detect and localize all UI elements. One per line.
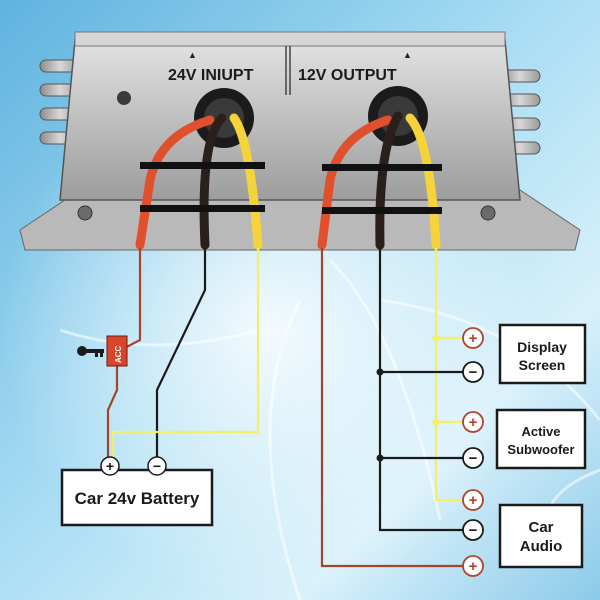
input-red-wire — [135, 115, 215, 250]
svg-text:+: + — [469, 492, 478, 509]
thin-input-red — [106, 248, 142, 460]
thin-input-yellow — [111, 248, 260, 460]
audio-label-line1: Car — [528, 519, 553, 536]
thin-output-black — [378, 248, 463, 532]
output-arrow: ▲ — [403, 50, 412, 60]
subwoofer-plus-terminal: + — [462, 411, 484, 433]
battery-plus-sign: + — [106, 458, 114, 474]
schematic-wires — [106, 248, 463, 568]
junction-dots — [376, 334, 440, 462]
output-red-wire — [317, 115, 393, 250]
display-label-line2: Screen — [519, 357, 566, 373]
input-yellow-wire — [229, 113, 263, 250]
output-label: 12V OUTPUT — [298, 67, 397, 84]
input-label: 24V INIUPT — [168, 67, 254, 84]
thin-output-yellow — [434, 248, 463, 502]
converter-top-rail — [74, 31, 506, 47]
device-display-screen: Display Screen — [498, 323, 587, 385]
subwoofer-minus-terminal: − — [462, 447, 484, 469]
screw-right — [480, 205, 496, 221]
output-yellow-wire — [405, 113, 441, 250]
battery-minus-terminal — [147, 456, 167, 476]
device-car-audio: Car Audio — [498, 503, 584, 569]
battery-plus-terminal — [100, 456, 120, 476]
device-terminals: + − + − + − + — [462, 327, 484, 577]
battery-box — [60, 468, 214, 527]
svg-text:+: + — [469, 558, 478, 575]
svg-text:+: + — [469, 414, 478, 431]
audio-box — [498, 503, 584, 569]
acc-switch-body — [106, 335, 128, 367]
input-black-wire — [199, 113, 227, 250]
battery-minus-sign: − — [153, 458, 161, 474]
battery-label: Car 24v Battery — [75, 489, 200, 508]
acc-label: ACC — [114, 345, 123, 363]
subwoofer-box — [495, 408, 587, 470]
audio-plus-terminal-red: + — [462, 555, 484, 577]
audio-label-line2: Audio — [520, 538, 563, 555]
subwoofer-label-line2: Subwoofer — [507, 442, 574, 457]
display-box — [498, 323, 587, 385]
acc-switch: ACC — [77, 335, 128, 367]
battery: Car 24v Battery + − — [60, 456, 214, 527]
svg-text:−: − — [469, 522, 478, 539]
display-minus-terminal: − — [462, 361, 484, 383]
screw-left — [77, 205, 93, 221]
device-active-subwoofer: Active Subwoofer — [495, 408, 587, 470]
key-icon — [77, 346, 104, 357]
svg-text:−: − — [469, 364, 478, 381]
subwoofer-label-line1: Active — [521, 424, 560, 439]
thin-output-red — [320, 248, 463, 568]
converter-unit: ▲ ▲ 24V INIUPT 12V OUTPUT — [19, 31, 581, 251]
display-plus-terminal: + — [462, 327, 484, 349]
thin-input-black — [155, 248, 207, 460]
wire-tape-bands — [140, 162, 442, 214]
display-label-line1: Display — [517, 339, 567, 355]
audio-minus-terminal: − — [462, 519, 484, 541]
indicator-hole — [117, 91, 131, 105]
input-arrow: ▲ — [188, 50, 197, 60]
audio-plus-terminal-yellow: + — [462, 489, 484, 511]
svg-text:+: + — [469, 330, 478, 347]
svg-text:−: − — [469, 450, 478, 467]
